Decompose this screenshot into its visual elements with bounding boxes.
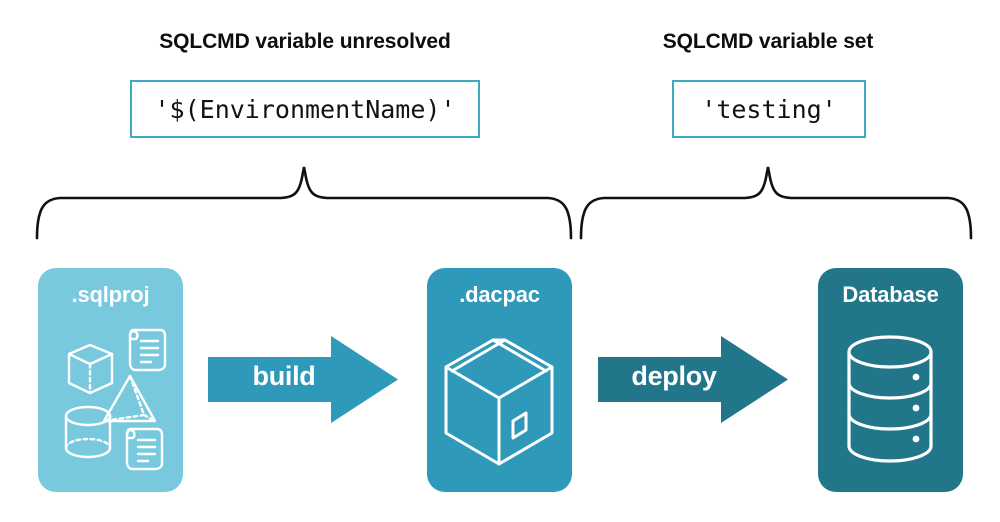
arrow-deploy: deploy: [598, 334, 798, 426]
arrow-build: build: [208, 334, 408, 426]
sqlproj-artwork: [64, 328, 167, 471]
heading-sqlcmd-variable-unresolved: SQLCMD variable unresolved: [159, 30, 451, 53]
stage-box-database-label: Database: [842, 282, 939, 307]
dacpac-artwork: [444, 338, 554, 466]
script-icon: [125, 427, 164, 471]
stage-box-sqlproj: .sqlproj: [38, 268, 183, 492]
code-box-environment-name: '$(EnvironmentName)': [130, 80, 480, 138]
arrow-build-icon: [208, 336, 398, 423]
stage-box-dacpac-label: .dacpac: [459, 282, 540, 307]
pyramid-icon: [102, 374, 157, 423]
database-cylinder-icon: [847, 335, 933, 463]
heading-sqlcmd-variable-set: SQLCMD variable set: [662, 30, 874, 53]
brace-right-icon: [579, 166, 973, 240]
cube-icon: [67, 343, 114, 395]
stage-box-dacpac: .dacpac: [427, 268, 572, 492]
package-box-icon: [444, 338, 554, 466]
code-box-testing: 'testing': [672, 80, 866, 138]
brace-left-icon: [35, 166, 573, 240]
arrow-deploy-icon: [598, 336, 788, 423]
stage-box-database: Database: [818, 268, 963, 492]
stage-box-sqlproj-label: .sqlproj: [71, 282, 150, 307]
script-icon: [128, 328, 167, 372]
cylinder-icon: [64, 405, 112, 459]
database-artwork: [847, 335, 933, 463]
brace-group: [35, 166, 973, 240]
